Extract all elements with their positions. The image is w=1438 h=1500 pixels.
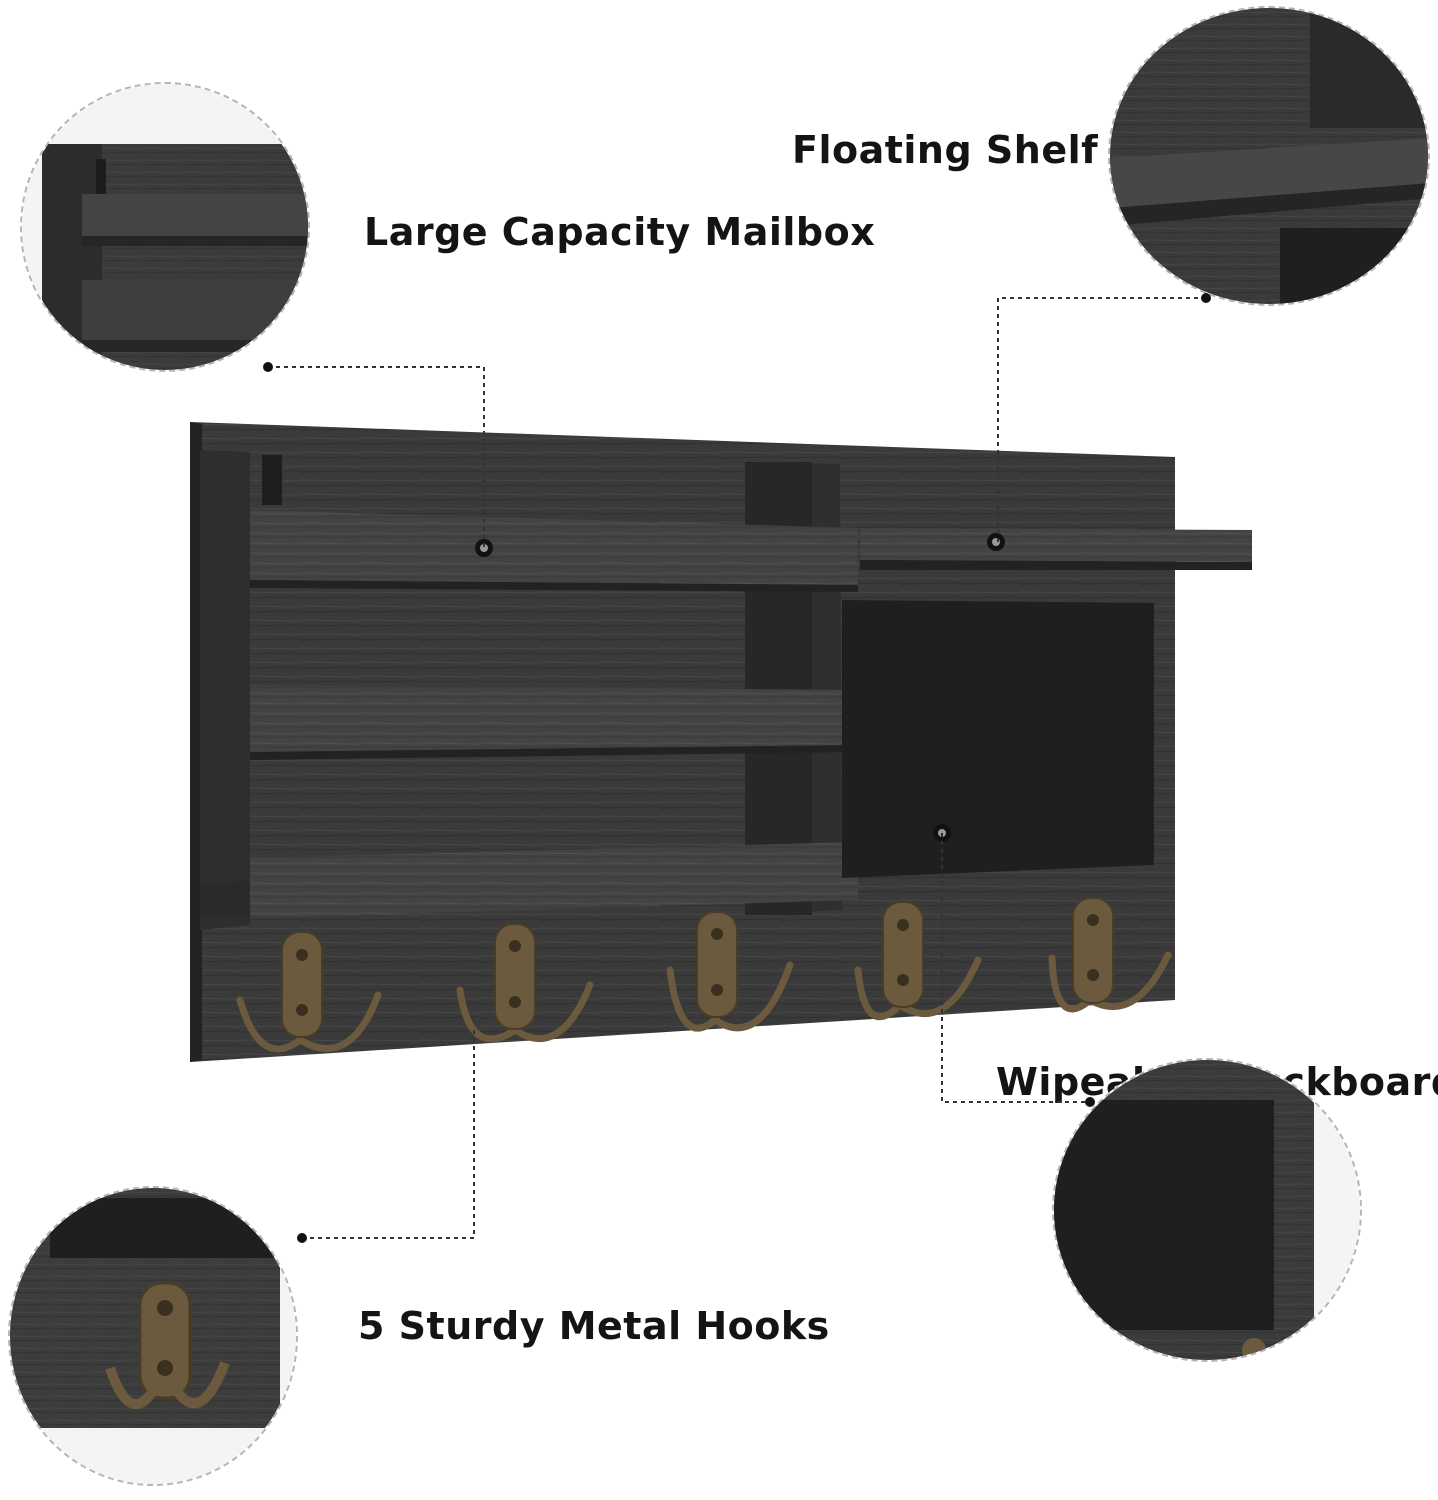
blackboard-closeup-icon bbox=[1052, 1058, 1362, 1362]
hooks-feature-label: 5 Sturdy Metal Hooks bbox=[358, 1304, 830, 1348]
hook-closeup-icon bbox=[8, 1186, 298, 1486]
shelf-feature-label: Floating Shelf bbox=[792, 128, 1099, 172]
shelf-closeup-icon bbox=[1108, 6, 1430, 306]
mailbox-closeup-icon bbox=[20, 82, 310, 372]
mailbox-feature-label: Large Capacity Mailbox bbox=[364, 210, 876, 254]
